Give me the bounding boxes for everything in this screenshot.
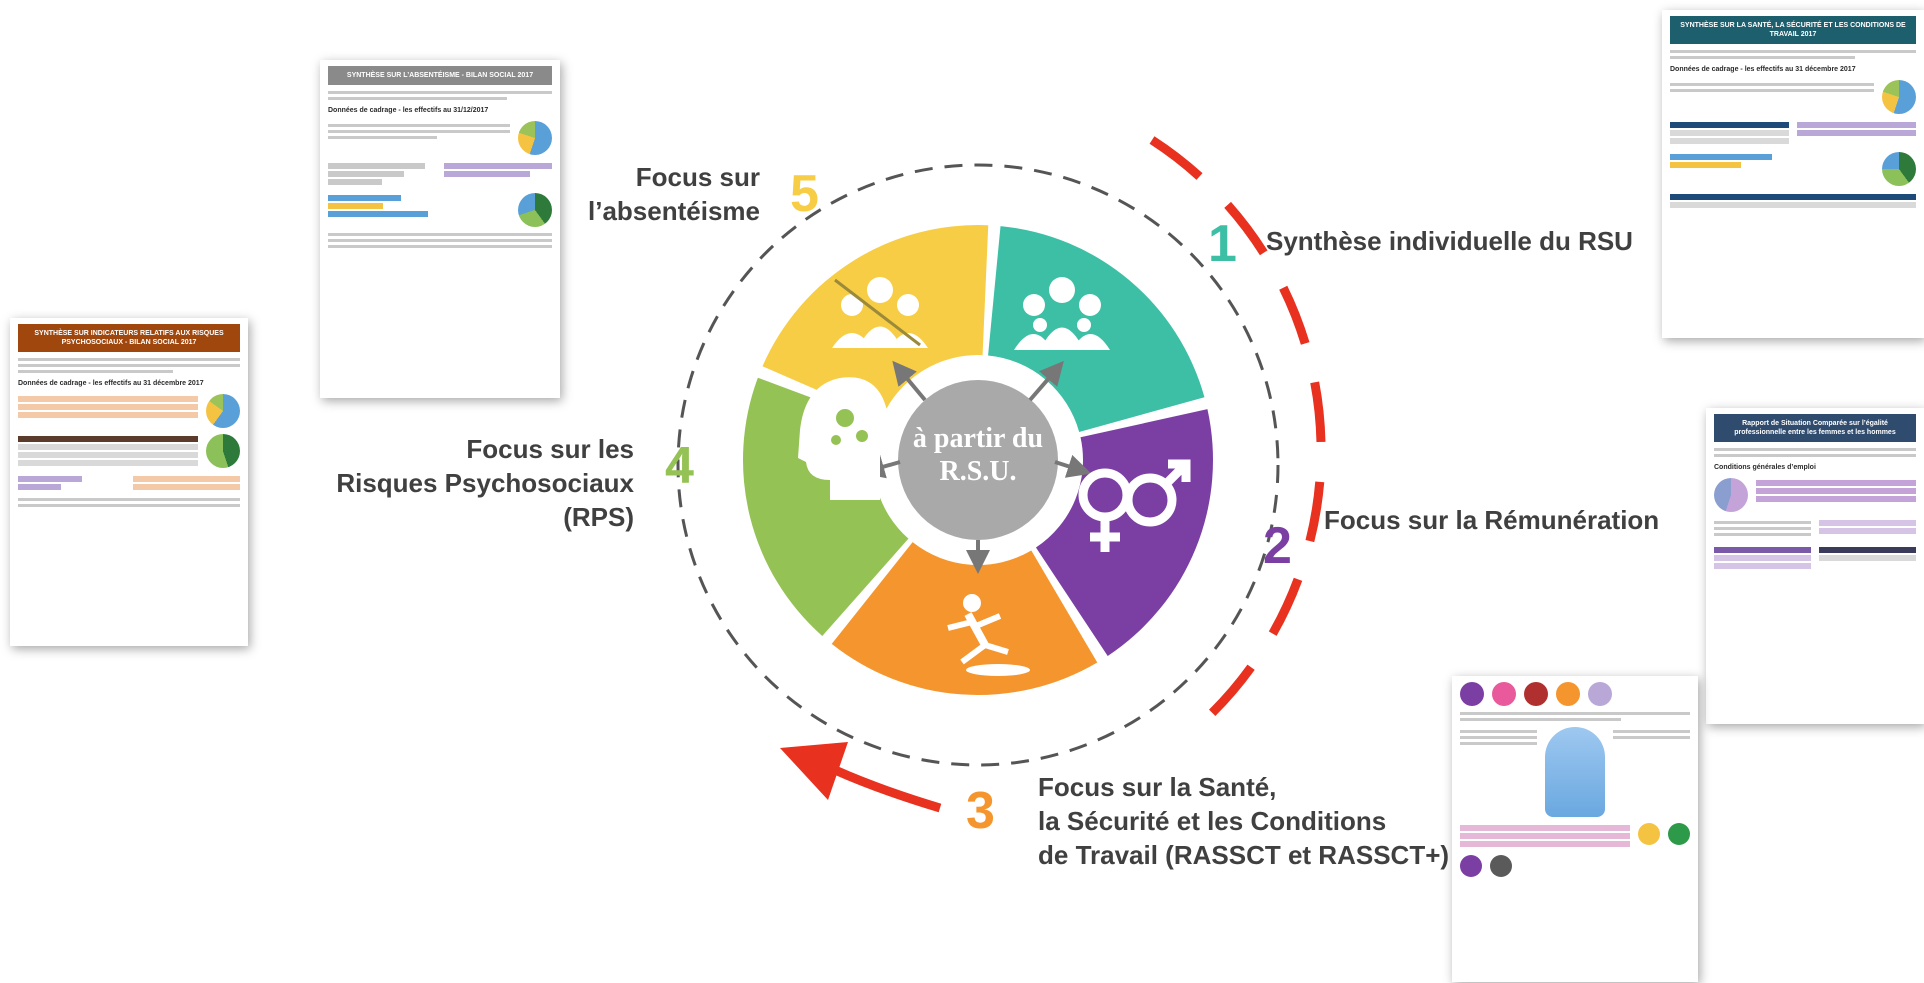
- doc-absenteisme-title: SYNTHÈSE SUR L’ABSENTÉISME - BILAN SOCIA…: [328, 66, 552, 85]
- doc-sante-section: Données de cadrage - les effectifs au 31…: [1670, 66, 1856, 73]
- doc-sante-title: SYNTHÈSE SUR LA SANTÉ, LA SÉCURITÉ ET LE…: [1670, 16, 1916, 44]
- doc-egalite: Rapport de Situation Comparée sur l’égal…: [1706, 408, 1924, 724]
- dashed-ring: [676, 163, 1280, 767]
- cycle-arrow: [1149, 136, 1326, 719]
- step-label-4-line1: Focus sur les: [466, 434, 634, 464]
- cycle-arrow-tail: [833, 765, 942, 813]
- step-label-3-line2: la Sécurité et les Conditions: [1038, 806, 1387, 836]
- step-label-4-line2: Risques Psychosociaux (RPS): [336, 468, 634, 532]
- step-label-1: Synthèse individuelle du RSU: [1266, 224, 1633, 258]
- doc-sante: SYNTHÈSE SUR LA SANTÉ, LA SÉCURITÉ ET LE…: [1662, 10, 1924, 338]
- step-number-4: 4: [665, 437, 694, 495]
- step-label-3: Focus sur la Santé, la Sécurité et les C…: [1038, 770, 1449, 872]
- doc-rps-section: Données de cadrage - les effectifs au 31…: [18, 380, 204, 387]
- ring-segment-3: [831, 542, 1098, 695]
- doc-absenteisme: SYNTHÈSE SUR L’ABSENTÉISME - BILAN SOCIA…: [320, 60, 560, 398]
- step-label-5-line1: Focus sur: [635, 162, 760, 192]
- step-number-2: 2: [1263, 517, 1292, 575]
- doc-egalite-section: Conditions générales d’emploi: [1714, 464, 1816, 471]
- step-number-5: 5: [790, 165, 819, 223]
- hub-line2: R.S.U.: [939, 456, 1016, 487]
- absent-people-icon: [832, 277, 928, 348]
- doc-absenteisme-section: Données de cadrage - les effectifs au 31…: [328, 107, 489, 114]
- hub-line1: à partir du: [913, 423, 1043, 454]
- doc-egalite-title: Rapport de Situation Comparée sur l’égal…: [1714, 414, 1916, 442]
- ring-segment-2: [1035, 409, 1213, 656]
- doc-rps: SYNTHÈSE SUR INDICATEURS RELATIFS AUX RI…: [10, 318, 248, 646]
- step-number-3: 3: [966, 782, 995, 840]
- step-label-1-line: Synthèse individuelle du RSU: [1266, 226, 1633, 256]
- step-label-2: Focus sur la Rémunération: [1324, 503, 1659, 537]
- head-gears-icon: [798, 377, 889, 500]
- ring-segment-1: [988, 226, 1205, 432]
- step-label-3-line1: Focus sur la Santé,: [1038, 772, 1277, 802]
- people-group-icon: [1014, 277, 1110, 350]
- cycle-arrowhead: [780, 742, 848, 800]
- doc-rassct-plus: [1452, 676, 1698, 982]
- step-label-5-line2: l’absentéisme: [588, 196, 760, 226]
- step-label-4: Focus sur les Risques Psychosociaux (RPS…: [268, 432, 634, 534]
- step-label-5: Focus sur l’absentéisme: [560, 160, 760, 228]
- step-number-1: 1: [1208, 215, 1237, 273]
- doc-rps-title: SYNTHÈSE SUR INDICATEURS RELATIFS AUX RI…: [18, 324, 240, 352]
- falling-person-icon: [947, 594, 1030, 676]
- step-label-3-line3: de Travail (RASSCT et RASSCT+): [1038, 840, 1450, 870]
- step-label-2-line: Focus sur la Rémunération: [1324, 505, 1660, 535]
- ring-segment-5: [762, 225, 989, 419]
- hub-circle: [898, 380, 1058, 540]
- gender-symbols-icon: [1078, 459, 1191, 552]
